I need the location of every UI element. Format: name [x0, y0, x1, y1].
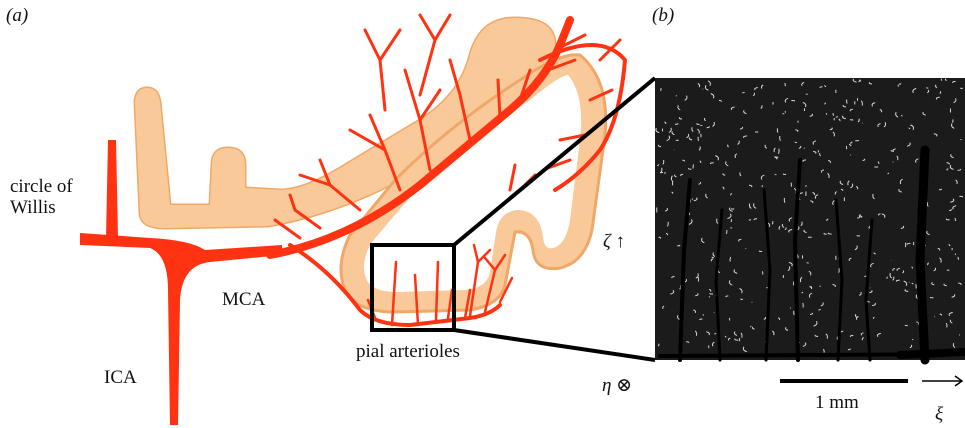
- ica-artery: [80, 233, 282, 425]
- texture-stroke: [927, 88, 929, 89]
- eta-axis-label: η ⊗: [602, 376, 632, 397]
- texture-stroke: [791, 101, 794, 102]
- circle-of-willis-line1: circle of: [10, 177, 73, 198]
- zoom-connector-bottom: [454, 330, 655, 360]
- panel-label-b: (b): [652, 6, 674, 27]
- zeta-axis-label: ζ ↑: [603, 232, 625, 253]
- circle-of-willis-label: circle of Willis: [10, 177, 73, 219]
- pial-arterioles-label: pial arterioles: [356, 342, 460, 363]
- scale-and-axes: [780, 376, 962, 386]
- vessel-micrograph: [655, 78, 965, 360]
- texture-stroke: [714, 333, 715, 334]
- texture-stroke: [902, 115, 903, 116]
- texture-stroke: [783, 174, 786, 175]
- xi-axis-label: ξ: [935, 405, 943, 426]
- panel-label-a: (a): [6, 6, 28, 27]
- texture-stroke: [759, 251, 762, 252]
- ica-label: ICA: [104, 368, 137, 389]
- texture-stroke: [785, 111, 786, 112]
- circle-of-willis-vessel: [106, 140, 118, 238]
- texture-stroke: [941, 79, 942, 81]
- texture-stroke: [946, 170, 947, 171]
- texture-stroke: [807, 263, 809, 264]
- texture-stroke: [775, 174, 776, 175]
- texture-stroke: [785, 83, 786, 86]
- texture-stroke: [665, 172, 666, 174]
- circle-of-willis-line2: Willis: [10, 198, 73, 219]
- texture-stroke: [740, 299, 742, 300]
- mca-label: MCA: [222, 290, 265, 311]
- scale-bar-label: 1 mm: [815, 393, 859, 414]
